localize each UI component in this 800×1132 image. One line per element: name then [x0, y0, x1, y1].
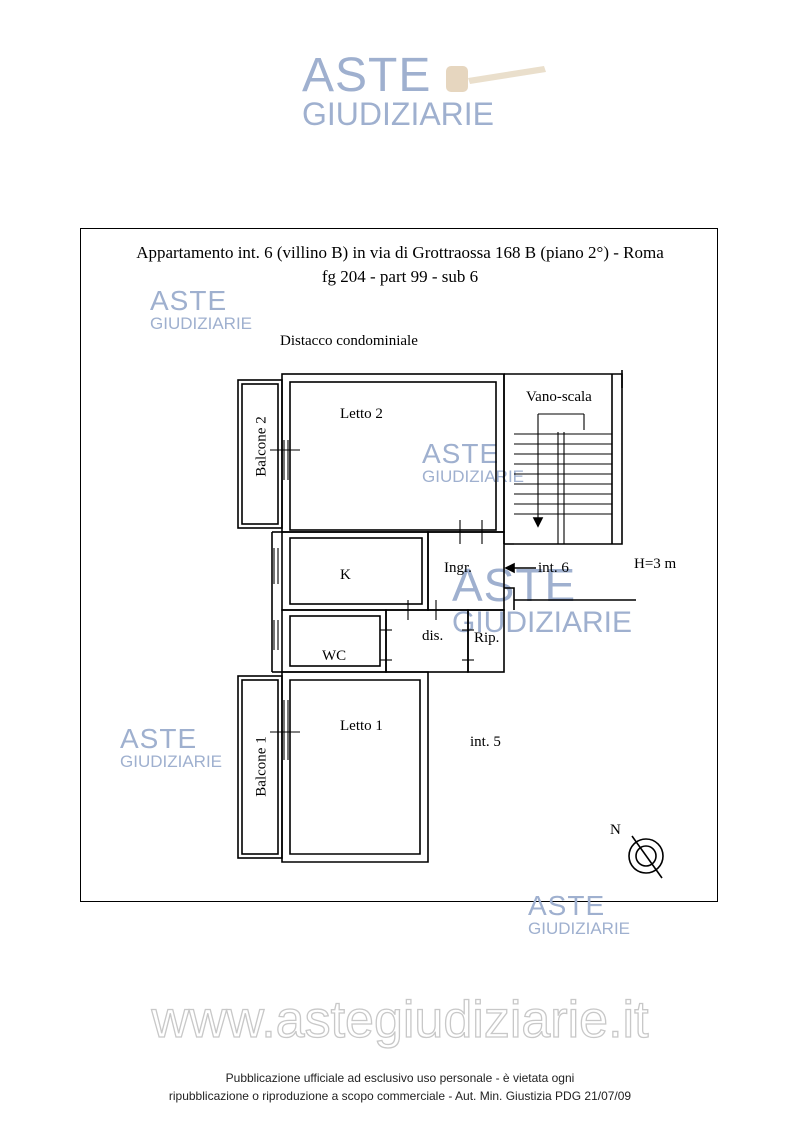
- label-k: K: [340, 567, 351, 583]
- label-int6: int. 6: [538, 560, 569, 576]
- wall-rip: [467, 609, 505, 673]
- website-watermark: www.astegiudiziarie.it: [151, 990, 649, 1049]
- wall-letto1: [281, 671, 429, 863]
- label-vano-scala: Vano-scala: [526, 389, 592, 405]
- plan-frame: [80, 228, 718, 902]
- label-ingresso: Ingr.: [444, 560, 472, 576]
- gavel-icon: [446, 66, 546, 92]
- label-balcone2: Balcone 2: [253, 416, 270, 477]
- footer-line2: ripubblicazione o riproduzione a scopo c…: [168, 1089, 632, 1103]
- label-height: H=3 m: [634, 556, 677, 572]
- wall-kitchen: [281, 531, 429, 611]
- balcone-1-outline: [237, 675, 283, 859]
- logo-watermark-4: ASTE GIUDIZIARIE: [120, 723, 223, 771]
- label-letto2: Letto 2: [340, 406, 383, 422]
- label-distacco: Distacco condominiale: [280, 333, 418, 349]
- logo-top: ASTE GIUDIZIARIE: [302, 49, 495, 132]
- label-letto1: Letto 1: [340, 718, 383, 734]
- plan-title-line2: fg 204 - part 99 - sub 6: [321, 267, 479, 286]
- label-rip: Rip.: [474, 630, 500, 646]
- logo-watermark-2: ASTE GIUDIZIARIE: [422, 438, 525, 486]
- footer-line1: Pubblicazione ufficiale ad esclusivo uso…: [225, 1071, 575, 1085]
- logo-watermark-1: ASTE GIUDIZIARIE: [150, 285, 253, 333]
- label-north: N: [610, 822, 621, 838]
- label-int5: int. 5: [470, 734, 501, 750]
- label-balcone1: Balcone 1: [253, 736, 270, 797]
- label-wc: WC: [322, 648, 347, 664]
- plan-title-line1: Appartamento int. 6 (villino B) in via d…: [136, 243, 664, 262]
- balcone-2-outline: [237, 379, 283, 529]
- label-dis: dis.: [422, 628, 444, 644]
- logo-aste-text: ASTE: [302, 49, 432, 102]
- wall-letto2: [281, 373, 505, 533]
- stair-block: [504, 373, 623, 545]
- north-compass-outer: [628, 838, 664, 874]
- logo-watermark-5: ASTE GIUDIZIARIE: [528, 890, 631, 938]
- logo-giudiziarie-text: GIUDIZIARIE: [302, 96, 495, 132]
